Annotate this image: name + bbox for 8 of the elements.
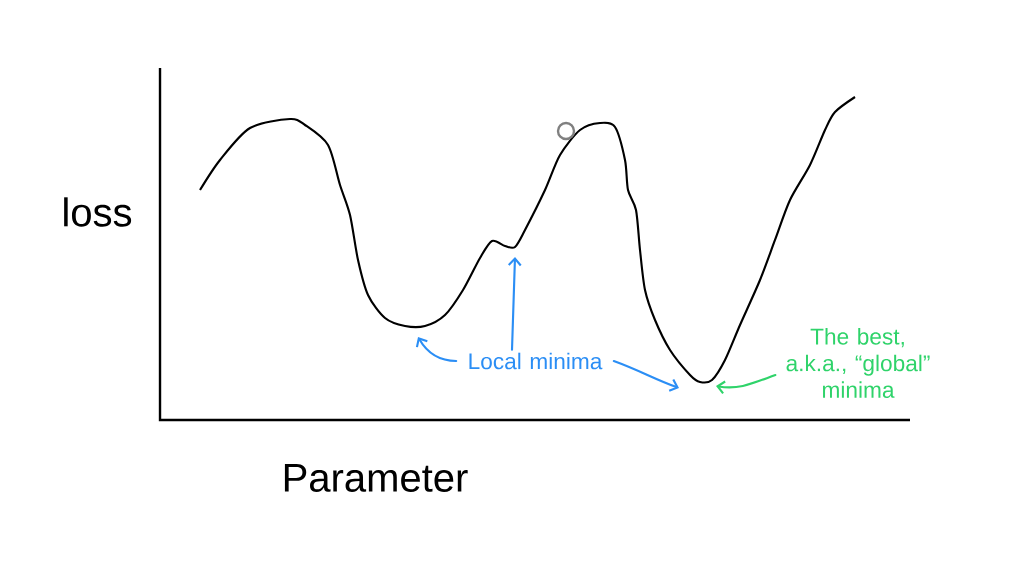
leader-arrow [507, 257, 522, 351]
annotation-text: Local minima [469, 352, 603, 370]
axis-label: loss [64, 197, 132, 227]
axis-label: Parameter [284, 464, 468, 492]
leader-arrow [415, 337, 458, 363]
leader-arrow [716, 373, 777, 394]
annotation-text: The best, a.k.a., “global” minima [786, 328, 930, 398]
leader-arrow [612, 359, 679, 392]
